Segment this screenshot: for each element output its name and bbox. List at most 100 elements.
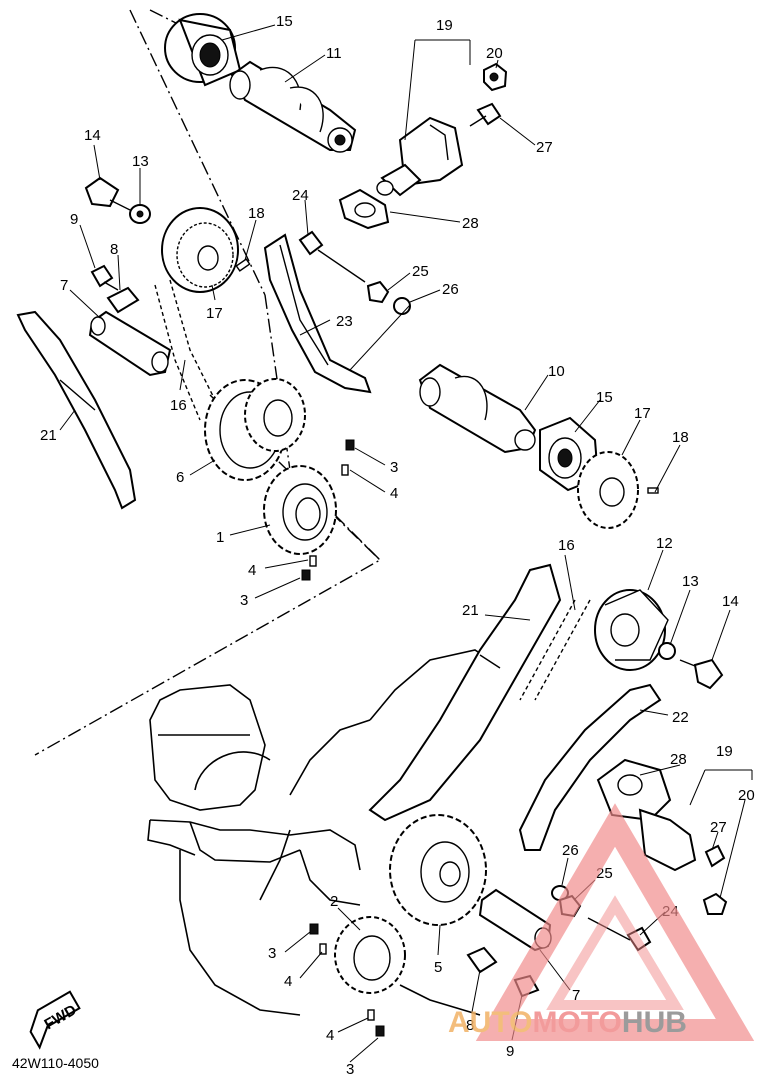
gasket-28a [338, 188, 390, 230]
svg-text:AUTOMOTOHUB: AUTOMOTOHUB [448, 1006, 687, 1039]
callout-1: 1 [216, 529, 224, 546]
callout-12: 12 [656, 535, 673, 552]
callout-11: 11 [326, 45, 342, 62]
callout-22: 22 [672, 709, 689, 726]
bolt-9a [90, 264, 119, 291]
callout-17: 17 [206, 305, 223, 322]
callout-21-lower: 21 [462, 602, 479, 619]
callout-18: 18 [248, 205, 265, 222]
callout-6: 6 [176, 469, 184, 486]
watermark-logo: AUTOMOTOHUB [448, 803, 755, 1041]
forward-direction-marker: FWD [29, 990, 81, 1050]
callout-4-c: 4 [284, 973, 292, 990]
callout-8: 8 [110, 241, 118, 258]
pin-4d [367, 1009, 375, 1021]
gear-2 [334, 916, 406, 994]
plate-8a [106, 286, 140, 314]
cam-chain-16b [519, 599, 591, 701]
callout-3: 3 [390, 459, 398, 476]
washer-13a [129, 204, 151, 224]
bolt-24a [298, 230, 366, 283]
bearing-15-upper [164, 13, 242, 87]
callout-19-lower: 19 [716, 743, 733, 760]
spring-3d [375, 1025, 385, 1037]
bolt-27a [469, 102, 502, 127]
callout-7: 7 [60, 277, 68, 294]
spring-3b [301, 569, 311, 581]
tensioner-cap-bolt-20a [483, 62, 508, 92]
cam-chain-16a [154, 279, 216, 421]
callout-17-lower: 17 [634, 405, 651, 422]
callout-13-lower: 13 [682, 573, 699, 590]
gear-5 [389, 814, 487, 926]
callout-3-d: 3 [346, 1061, 354, 1078]
callout-27: 27 [536, 139, 553, 156]
pin-18b [647, 487, 659, 494]
callout-14-lower: 14 [722, 593, 739, 610]
bolt-14a [84, 176, 131, 211]
callout-16-lower: 16 [558, 537, 575, 554]
callout-5: 5 [434, 959, 442, 976]
chain-guide-21b [368, 563, 562, 822]
callout-15: 15 [276, 13, 293, 30]
watermark-text-hub: HUB [622, 1006, 687, 1039]
cam-chain-tensioner-upper [376, 116, 464, 197]
cam-sprocket-17a [161, 207, 251, 293]
callout-9: 9 [70, 211, 78, 228]
callout-4-b: 4 [248, 562, 256, 579]
spring-3c [309, 923, 319, 935]
chain-guide-22 [518, 683, 662, 851]
callout-23: 23 [336, 313, 353, 330]
callout-4: 4 [390, 485, 398, 502]
gear-1 [263, 465, 337, 555]
document-code: 42W110-4050 [12, 1055, 99, 1071]
callout-3-b: 3 [240, 592, 248, 609]
cylinder-crankcase-outline [147, 649, 491, 1016]
callout-26: 26 [442, 281, 459, 298]
callout-18-lower: 18 [672, 429, 689, 446]
pin-4c [319, 943, 327, 955]
spring-3a [345, 439, 355, 451]
shaft-7a [88, 310, 172, 377]
cap-bolt-20b [702, 892, 728, 915]
gear-6 [204, 378, 306, 481]
callout-10: 10 [548, 363, 565, 380]
washer-13b [658, 642, 676, 660]
sprocket-12 [594, 589, 669, 671]
callout-21: 21 [40, 427, 57, 444]
callout-20-lower: 20 [738, 787, 755, 804]
camshaft-10 [418, 363, 537, 454]
watermark-text-moto: MOTO [532, 1006, 621, 1039]
callout-3-c: 3 [268, 945, 276, 962]
callout-15-lower: 15 [596, 389, 613, 406]
pin-4b [309, 555, 317, 567]
washer-26a [393, 297, 411, 315]
callout-19: 19 [436, 17, 453, 34]
pin-4a [341, 464, 349, 476]
callout-9-lower: 9 [506, 1043, 514, 1060]
callout-8-lower: 8 [466, 1017, 474, 1034]
callout-2: 2 [330, 893, 338, 910]
bolt-14b [679, 658, 724, 690]
nut-25a [366, 280, 390, 304]
callout-26-lower: 26 [562, 842, 579, 859]
callout-20: 20 [486, 45, 503, 62]
callout-28: 28 [462, 215, 479, 232]
callout-25: 25 [412, 263, 429, 280]
callout-27-lower: 27 [710, 819, 727, 836]
callout-13: 13 [132, 153, 149, 170]
plate-8b [466, 946, 498, 974]
chain-guide-23 [263, 233, 372, 394]
chain-guide-21a [16, 310, 137, 510]
camshaft-11 [229, 60, 357, 153]
callout-28-lower: 28 [670, 751, 687, 768]
callout-14: 14 [84, 127, 101, 144]
watermark-text-auto: AUTO [448, 1006, 532, 1039]
bolt-27b [704, 844, 726, 868]
cam-sprocket-17b [577, 451, 639, 529]
callout-24: 24 [292, 187, 309, 204]
callout-7-lower: 7 [572, 987, 580, 1004]
callout-16: 16 [170, 397, 187, 414]
callout-4-d: 4 [326, 1027, 334, 1044]
